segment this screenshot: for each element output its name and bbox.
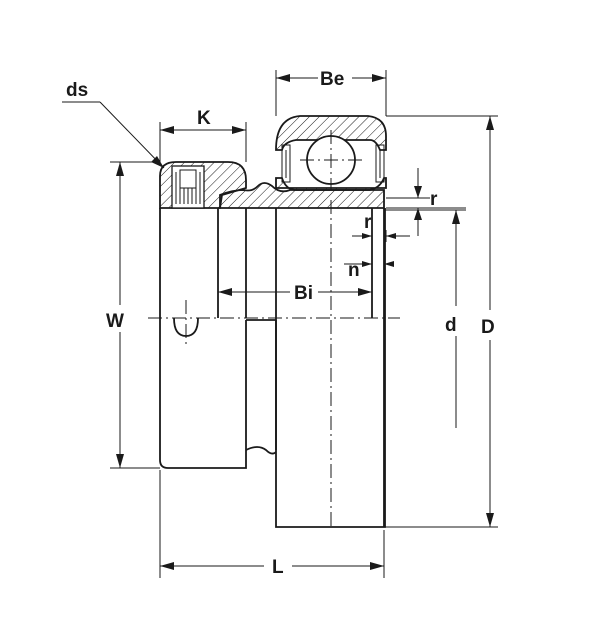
dim-d: d: [384, 209, 466, 428]
label-l: L: [272, 557, 284, 578]
right-seal: [375, 144, 385, 183]
dim-l: L: [159, 470, 385, 578]
label-D: D: [481, 317, 495, 338]
dim-n: n: [344, 260, 394, 281]
dim-bi: Bi: [218, 283, 372, 304]
label-bi: Bi: [294, 283, 313, 304]
label-n: n: [348, 260, 360, 281]
label-ds: ds: [66, 80, 88, 101]
dim-r-inner: r: [352, 208, 410, 242]
dim-be: Be: [275, 66, 387, 116]
left-seal: [281, 144, 291, 183]
label-k: K: [197, 108, 211, 129]
set-screw-head: [179, 169, 197, 189]
dim-D: D: [385, 115, 498, 528]
bearing-body: [159, 115, 387, 528]
collar-body: [159, 208, 247, 469]
dim-w: W: [106, 161, 160, 469]
center-lines: [148, 200, 400, 527]
label-r-inner: r: [364, 212, 372, 233]
dim-r-outer: r: [386, 168, 466, 236]
dim-k: K: [159, 106, 247, 162]
label-be: Be: [320, 69, 344, 90]
dim-ds: ds: [62, 80, 165, 169]
label-w: W: [106, 311, 124, 332]
label-d: d: [445, 315, 457, 336]
label-r-outer: r: [430, 189, 438, 210]
